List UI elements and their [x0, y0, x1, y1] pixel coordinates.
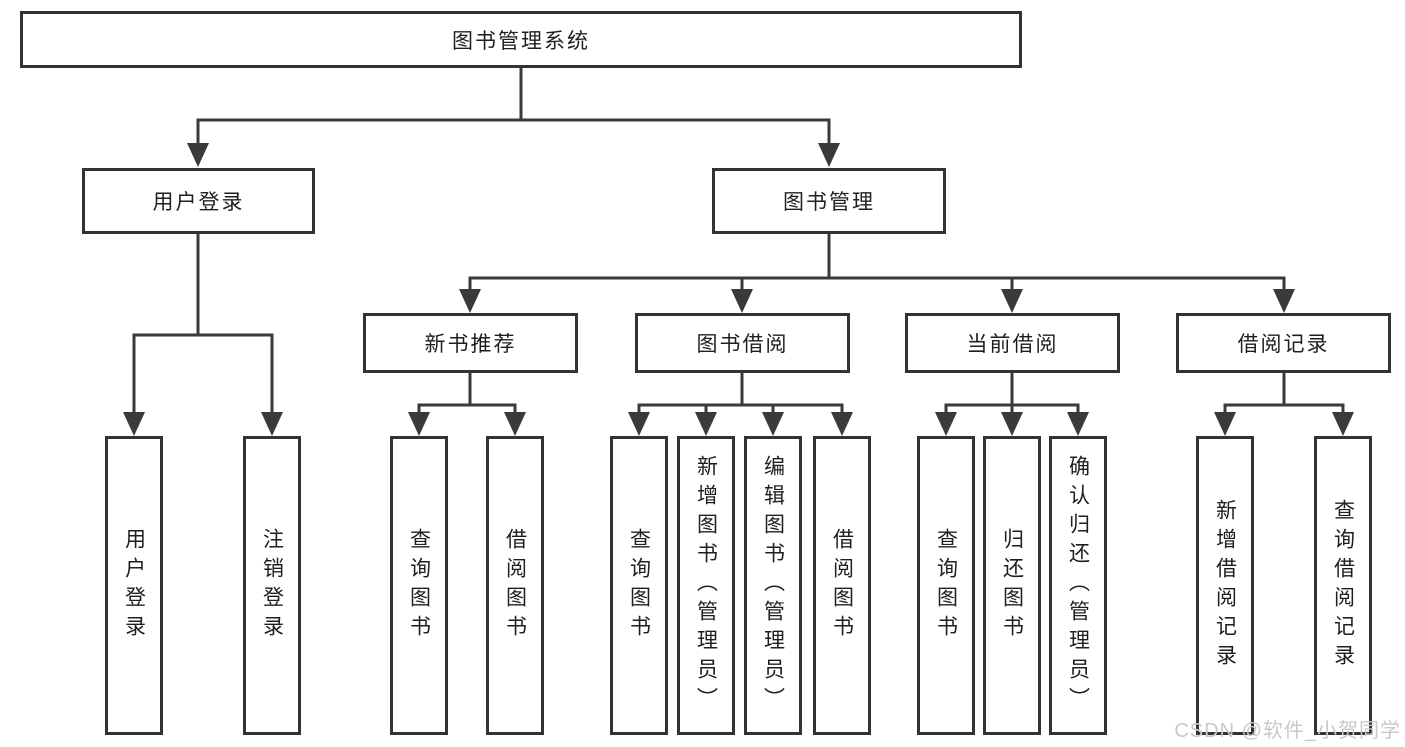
- node-current-borrowing: 当前借阅: [905, 313, 1120, 373]
- node-new-book-recommendation: 新书推荐: [363, 313, 578, 373]
- leaf-query-borrow-record: 查询借阅记录: [1314, 436, 1372, 735]
- node-label: 当前借阅: [966, 333, 1059, 356]
- node-label: 查询图书: [627, 527, 651, 644]
- node-label: 用户登录: [122, 527, 146, 644]
- node-label: 新增借阅记录: [1213, 498, 1237, 673]
- node-book-management: 图书管理: [712, 168, 946, 234]
- node-book-borrowing: 图书借阅: [635, 313, 850, 373]
- node-borrowing-records: 借阅记录: [1176, 313, 1391, 373]
- node-library-management-system: 图书管理系统: [20, 11, 1022, 68]
- node-label: 注销登录: [260, 527, 284, 644]
- node-label: 借阅图书: [830, 527, 854, 644]
- leaf-edit-books-admin: 编辑图书（管理员）: [744, 436, 802, 735]
- node-label: 借阅记录: [1237, 333, 1330, 356]
- node-label: 借阅图书: [503, 527, 527, 644]
- node-label: 查询借阅记录: [1331, 498, 1355, 673]
- leaf-borrow-books: 借阅图书: [813, 436, 871, 735]
- leaf-query-books-borrowing: 查询图书: [610, 436, 668, 735]
- node-label: 归还图书: [1000, 527, 1024, 644]
- leaf-logout: 注销登录: [243, 436, 301, 735]
- leaf-confirm-return-admin: 确认归还（管理员）: [1049, 436, 1107, 735]
- node-label: 图书借阅: [696, 333, 789, 356]
- node-label: 编辑图书（管理员）: [761, 455, 785, 716]
- csdn-watermark: CSDN @软件_小贺同学: [1174, 720, 1401, 742]
- node-label: 用户登录: [152, 191, 245, 214]
- node-label: 新书推荐: [424, 333, 517, 356]
- node-label: 图书管理系统: [452, 29, 590, 53]
- leaf-borrow-books-recommend: 借阅图书: [486, 436, 544, 735]
- node-user-login: 用户登录: [82, 168, 315, 234]
- node-label: 查询图书: [407, 527, 431, 644]
- node-label: 确认归还（管理员）: [1066, 455, 1090, 716]
- leaf-add-borrow-record: 新增借阅记录: [1196, 436, 1254, 735]
- leaf-query-books-recommend: 查询图书: [390, 436, 448, 735]
- node-label: 查询图书: [934, 527, 958, 644]
- leaf-user-login: 用户登录: [105, 436, 163, 735]
- leaf-query-books-current: 查询图书: [917, 436, 975, 735]
- leaf-add-books-admin: 新增图书（管理员）: [677, 436, 735, 735]
- node-label: 新增图书（管理员）: [694, 455, 718, 716]
- leaf-return-books: 归还图书: [983, 436, 1041, 735]
- node-label: 图书管理: [783, 191, 875, 214]
